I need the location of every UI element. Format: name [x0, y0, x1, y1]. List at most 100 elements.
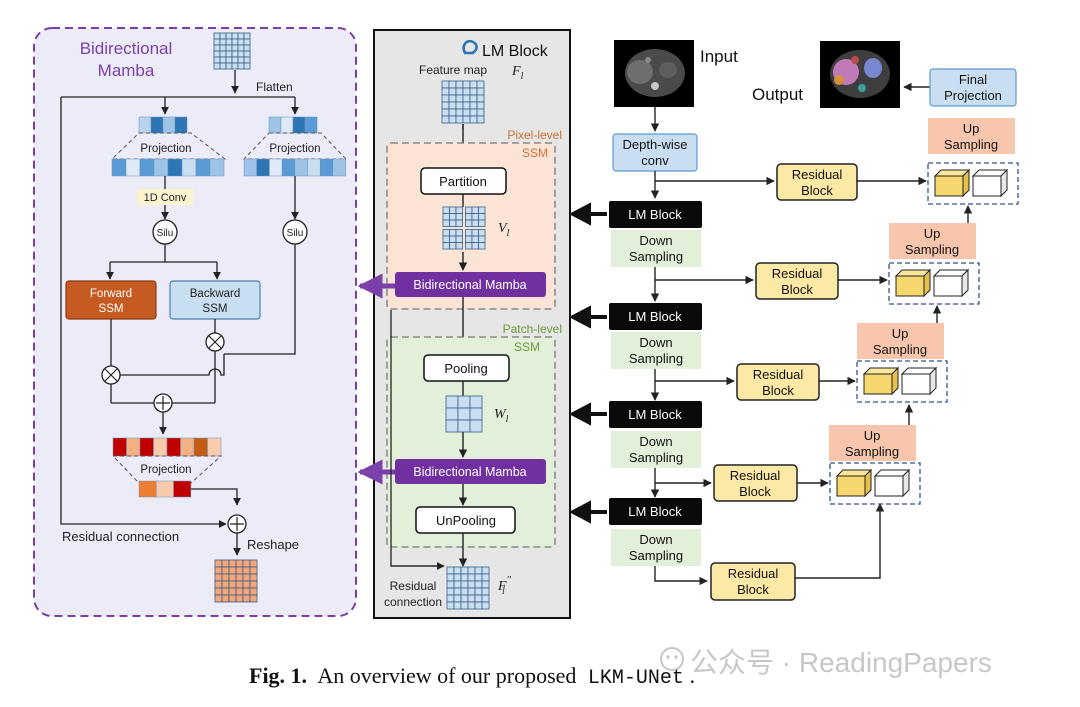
grid-cell	[231, 56, 239, 64]
grid-cell	[441, 108, 450, 117]
grid-cell	[453, 587, 462, 596]
feature-map-grid-icon	[441, 80, 485, 124]
down-sampling-3-label-1: Down	[639, 434, 672, 449]
watermark-text: 公众号 · ReadingPapers	[690, 647, 992, 678]
unpooling-label: UnPooling	[436, 513, 496, 528]
grid-cell	[449, 229, 457, 237]
residual-connection-label: Residual connection	[62, 529, 179, 544]
lm-block-2	[609, 303, 702, 330]
grid-cell	[237, 56, 245, 64]
input-label: Input	[700, 47, 738, 66]
up-sampling-3-label-2: Sampling	[873, 342, 927, 357]
depthwise-conv-label-2: conv	[641, 153, 669, 168]
grid-cell	[213, 62, 221, 70]
grid-cell	[213, 56, 221, 64]
lm-block-4-link-arrow	[568, 500, 607, 524]
strip-cell	[138, 480, 157, 498]
grid-cell	[457, 419, 471, 433]
grid-cell	[446, 587, 455, 596]
grid-cell	[448, 94, 457, 103]
grid-cell	[478, 229, 486, 237]
lm-block-2-link-arrow	[568, 305, 607, 329]
grid-cell	[449, 219, 457, 227]
grid-cell	[469, 80, 478, 89]
svg-text:Fig. 1. An overview of o: Fig. 1. An overview of our proposed LKM-…	[249, 663, 695, 690]
grid-cell	[455, 242, 463, 250]
grid-cell	[476, 108, 485, 117]
strip-cell	[195, 158, 211, 177]
grid-cell	[474, 580, 483, 589]
projection-left-input-strip	[138, 116, 188, 134]
down-sampling-4	[611, 529, 701, 566]
strip-cell	[125, 158, 141, 177]
grid-cell	[471, 229, 479, 237]
residual-connection-line	[60, 97, 227, 528]
grid-cell	[469, 108, 478, 117]
bidirectional-mamba-frame	[33, 27, 357, 617]
grid-cell	[462, 115, 471, 124]
grid-cell	[441, 80, 450, 89]
grid-cell	[448, 80, 457, 89]
residual-block-4-label-1: Residual	[730, 468, 781, 483]
grid-cell	[467, 573, 476, 582]
grid-cell	[243, 38, 251, 46]
final-projection-label-2: Projection	[944, 88, 1002, 103]
grid-cell	[481, 587, 490, 596]
cube-front	[863, 373, 893, 395]
cube-front	[933, 275, 963, 297]
grid-cell	[442, 235, 450, 243]
residual-block-4-label-2: Block	[739, 484, 771, 499]
grid-cell	[465, 213, 473, 221]
grid-cell	[237, 38, 245, 46]
grid-cell	[476, 87, 485, 96]
gate-to-forward-multiply	[120, 354, 225, 376]
strip-cell	[138, 116, 152, 134]
caption-model-name: LKM-UNet	[588, 667, 684, 690]
grid-cell	[213, 44, 221, 52]
w-symbol: Wl	[494, 407, 509, 425]
grid-cell	[221, 566, 230, 575]
bidirectional-mamba-label-2: Bidirectional Mamba	[413, 465, 526, 479]
lm-residual-label-1: Residual	[390, 579, 437, 593]
final-projection-label-1: Final	[959, 72, 987, 87]
up-sampling-1	[928, 118, 1015, 154]
grid-cell	[219, 44, 227, 52]
up-sampling-1-label-1: Up	[963, 121, 980, 136]
up-sampling-4	[829, 425, 916, 461]
lm-residual-label-2: connection	[384, 595, 442, 609]
grid-cell	[242, 587, 251, 596]
grid-cell	[455, 115, 464, 124]
grid-cell	[465, 242, 473, 250]
backward-ssm-label-2: SSM	[203, 303, 228, 315]
bidirectional-mamba-box-1	[395, 272, 546, 297]
grid-cell	[476, 80, 485, 89]
strip-cell	[112, 437, 127, 457]
grid-cell	[469, 87, 478, 96]
grid-cell	[462, 87, 471, 96]
silu-right-gate-line	[224, 244, 296, 355]
grid-cell	[237, 62, 245, 70]
down-sampling-3	[611, 431, 701, 468]
grid-cell	[221, 580, 230, 589]
strip-cell	[173, 480, 192, 498]
strip-cell	[268, 116, 282, 134]
grid-cell	[469, 395, 483, 409]
lm-block-2-label: LM Block	[628, 309, 682, 324]
grid-cell	[213, 38, 221, 46]
grid-cell	[249, 566, 258, 575]
strip-cell	[153, 437, 168, 457]
grid-cell	[453, 566, 462, 575]
grid-cell	[225, 38, 233, 46]
grid-cell	[214, 559, 223, 568]
patch-level-label-2: SSM	[514, 340, 540, 354]
output-grid-icon	[214, 559, 258, 603]
grid-cell	[455, 94, 464, 103]
grid-cell	[441, 101, 450, 110]
grid-cell	[481, 594, 490, 603]
grid-cell	[478, 219, 486, 227]
grid-cell	[243, 32, 251, 40]
projection-right-output-strip	[243, 158, 346, 177]
grid-cell	[465, 206, 473, 214]
grid-cell	[214, 594, 223, 603]
